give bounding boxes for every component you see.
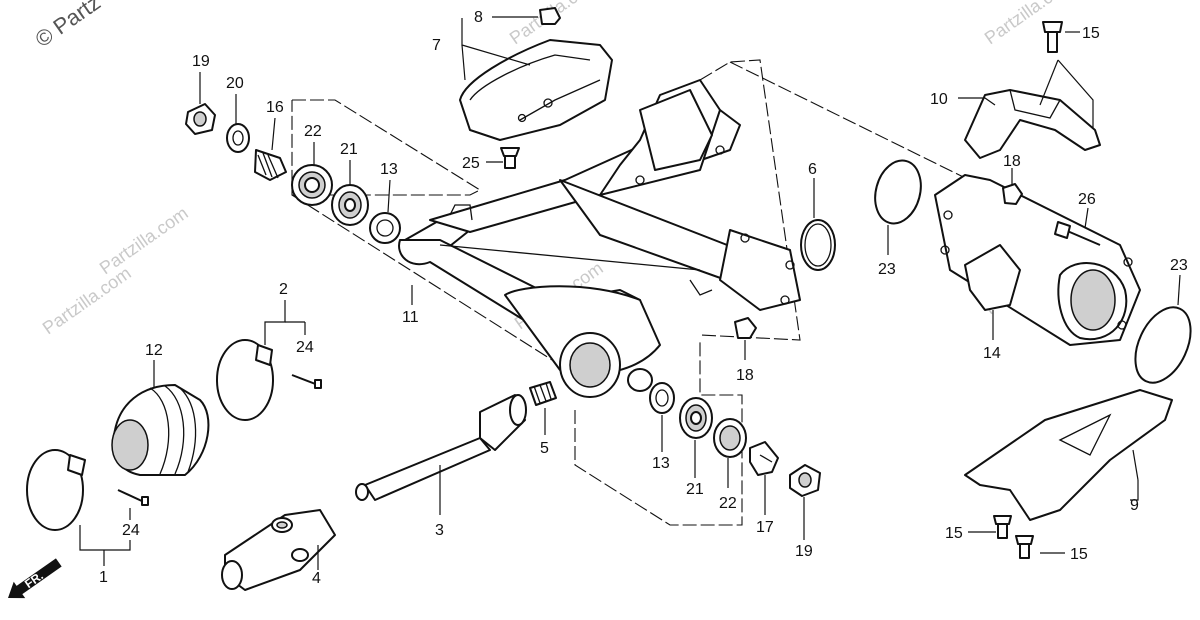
watermark-left: Partzilla.com bbox=[39, 263, 135, 338]
o-ring-6 bbox=[800, 219, 836, 271]
seal-13-upper bbox=[369, 212, 401, 244]
case-14 bbox=[934, 174, 1141, 346]
bolt-15-lower-left bbox=[993, 515, 1012, 539]
callout-9: 9 bbox=[1130, 497, 1139, 514]
arrow-icon bbox=[8, 558, 62, 599]
spring-5 bbox=[529, 381, 557, 406]
watermark-top-left: © Partz bbox=[31, 0, 105, 52]
nut-18-lower bbox=[734, 317, 757, 339]
drive-shaft-3 bbox=[355, 394, 527, 501]
callout-18-upper: 18 bbox=[1003, 153, 1021, 170]
boot-12 bbox=[111, 384, 210, 476]
callout-26: 26 bbox=[1078, 191, 1096, 208]
bearing-21-upper bbox=[331, 184, 369, 226]
guard-9 bbox=[964, 389, 1173, 521]
callout-22-upper: 22 bbox=[304, 123, 322, 140]
guide-left-diagonal bbox=[291, 194, 561, 366]
callout-13-lower: 13 bbox=[652, 455, 670, 472]
callout-15-lower-right: 15 bbox=[1070, 546, 1088, 563]
washer-20 bbox=[226, 123, 250, 153]
callout-10: 10 bbox=[930, 91, 948, 108]
callout-16: 16 bbox=[266, 99, 284, 116]
callout-14: 14 bbox=[983, 345, 1001, 362]
screw-24-lower bbox=[117, 489, 149, 506]
o-ring-23-right bbox=[1134, 306, 1192, 384]
guide-bottom-box bbox=[574, 340, 743, 526]
spring-16 bbox=[254, 149, 287, 181]
bolt-26 bbox=[1054, 221, 1101, 246]
clamp-cover-10 bbox=[964, 89, 1101, 159]
bolt-15-lower-right bbox=[1015, 535, 1034, 559]
callout-21-upper: 21 bbox=[340, 141, 358, 158]
watermark-text-left: Partzilla.com bbox=[39, 263, 135, 338]
callout-15-top: 15 bbox=[1082, 25, 1100, 42]
guide-right-box bbox=[699, 59, 801, 341]
callout-12: 12 bbox=[145, 342, 163, 359]
callout-18-lower: 18 bbox=[736, 367, 754, 384]
callout-2: 2 bbox=[279, 281, 288, 298]
watermark-left-2: Partzilla.com bbox=[96, 203, 192, 278]
seal-13-lower bbox=[649, 382, 675, 414]
callout-20: 20 bbox=[226, 75, 244, 92]
bolt-8 bbox=[539, 7, 561, 25]
o-ring-23-left bbox=[874, 159, 922, 225]
bearing-21-lower bbox=[679, 397, 713, 439]
callout-23-left: 23 bbox=[878, 261, 896, 278]
watermark-text-top: Partz bbox=[49, 0, 105, 39]
bearing-22-lower bbox=[713, 418, 747, 458]
nut-18-upper bbox=[1002, 183, 1023, 205]
callout-23-right: 23 bbox=[1170, 257, 1188, 274]
callout-4: 4 bbox=[312, 570, 321, 587]
callout-1: 1 bbox=[99, 569, 108, 586]
callout-24-lower: 24 bbox=[122, 522, 140, 539]
callout-24-upper: 24 bbox=[296, 339, 314, 356]
callout-7: 7 bbox=[432, 37, 441, 54]
clamp-1 bbox=[26, 449, 86, 531]
watermark-text-left-2: Partzilla.com bbox=[96, 203, 192, 278]
callout-3: 3 bbox=[435, 522, 444, 539]
leader-lines bbox=[79, 16, 1181, 570]
bolt-25 bbox=[500, 147, 520, 169]
bolt-17 bbox=[749, 441, 779, 476]
callout-11: 11 bbox=[402, 309, 419, 326]
callout-5: 5 bbox=[540, 440, 549, 457]
nut-19-lower bbox=[789, 464, 821, 497]
clamp-2 bbox=[216, 339, 274, 421]
callout-numbers: 8 7 19 20 16 22 21 13 25 11 2 24 12 5 3 … bbox=[99, 9, 1188, 587]
callout-19-lower: 19 bbox=[795, 543, 813, 560]
callout-13-upper: 13 bbox=[380, 161, 398, 178]
callout-15-lower-left: 15 bbox=[945, 525, 963, 542]
swingarm-cover-upper bbox=[459, 39, 613, 141]
bolt-15-top bbox=[1042, 21, 1063, 53]
callout-25: 25 bbox=[462, 155, 480, 172]
swingarm bbox=[398, 79, 801, 398]
callout-21-lower: 21 bbox=[686, 481, 704, 498]
callout-6: 6 bbox=[808, 161, 817, 178]
nut-19-upper bbox=[185, 103, 216, 135]
callout-19-upper: 19 bbox=[192, 53, 210, 70]
screw-24-upper bbox=[291, 374, 322, 389]
callout-17: 17 bbox=[756, 519, 774, 536]
callout-8: 8 bbox=[474, 9, 483, 26]
front-direction-arrow: FR. bbox=[8, 558, 62, 599]
bearing-22-upper bbox=[291, 164, 333, 206]
callout-22-lower: 22 bbox=[719, 495, 737, 512]
